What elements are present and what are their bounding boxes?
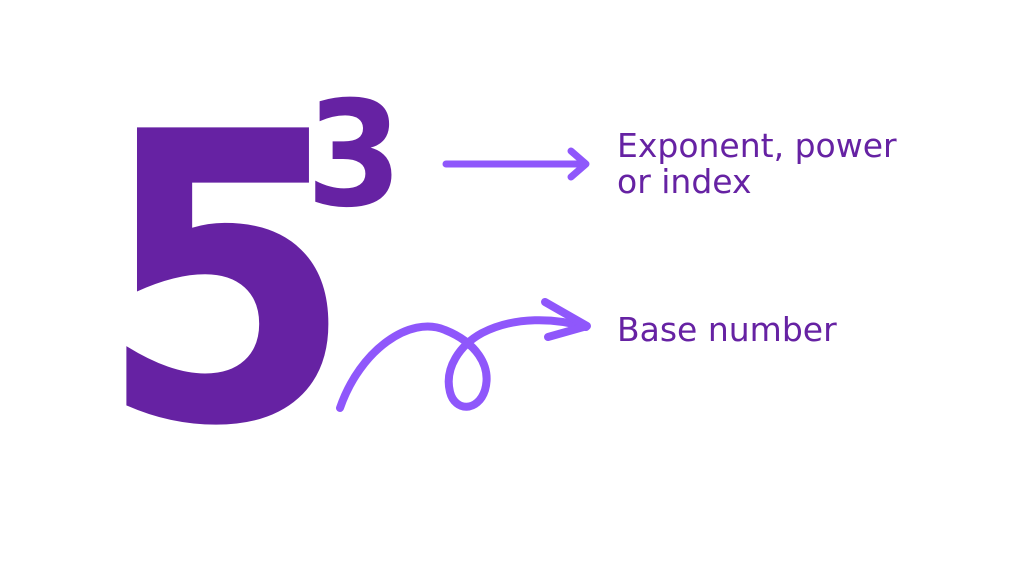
exponent-label: Exponent, power or index xyxy=(617,126,897,201)
base-number: 5 xyxy=(98,49,354,514)
curly-arrow-icon xyxy=(336,298,591,412)
straight-arrow-icon xyxy=(442,147,590,181)
exponent-number: 3 xyxy=(306,70,403,240)
base-label: Base number xyxy=(617,310,837,349)
